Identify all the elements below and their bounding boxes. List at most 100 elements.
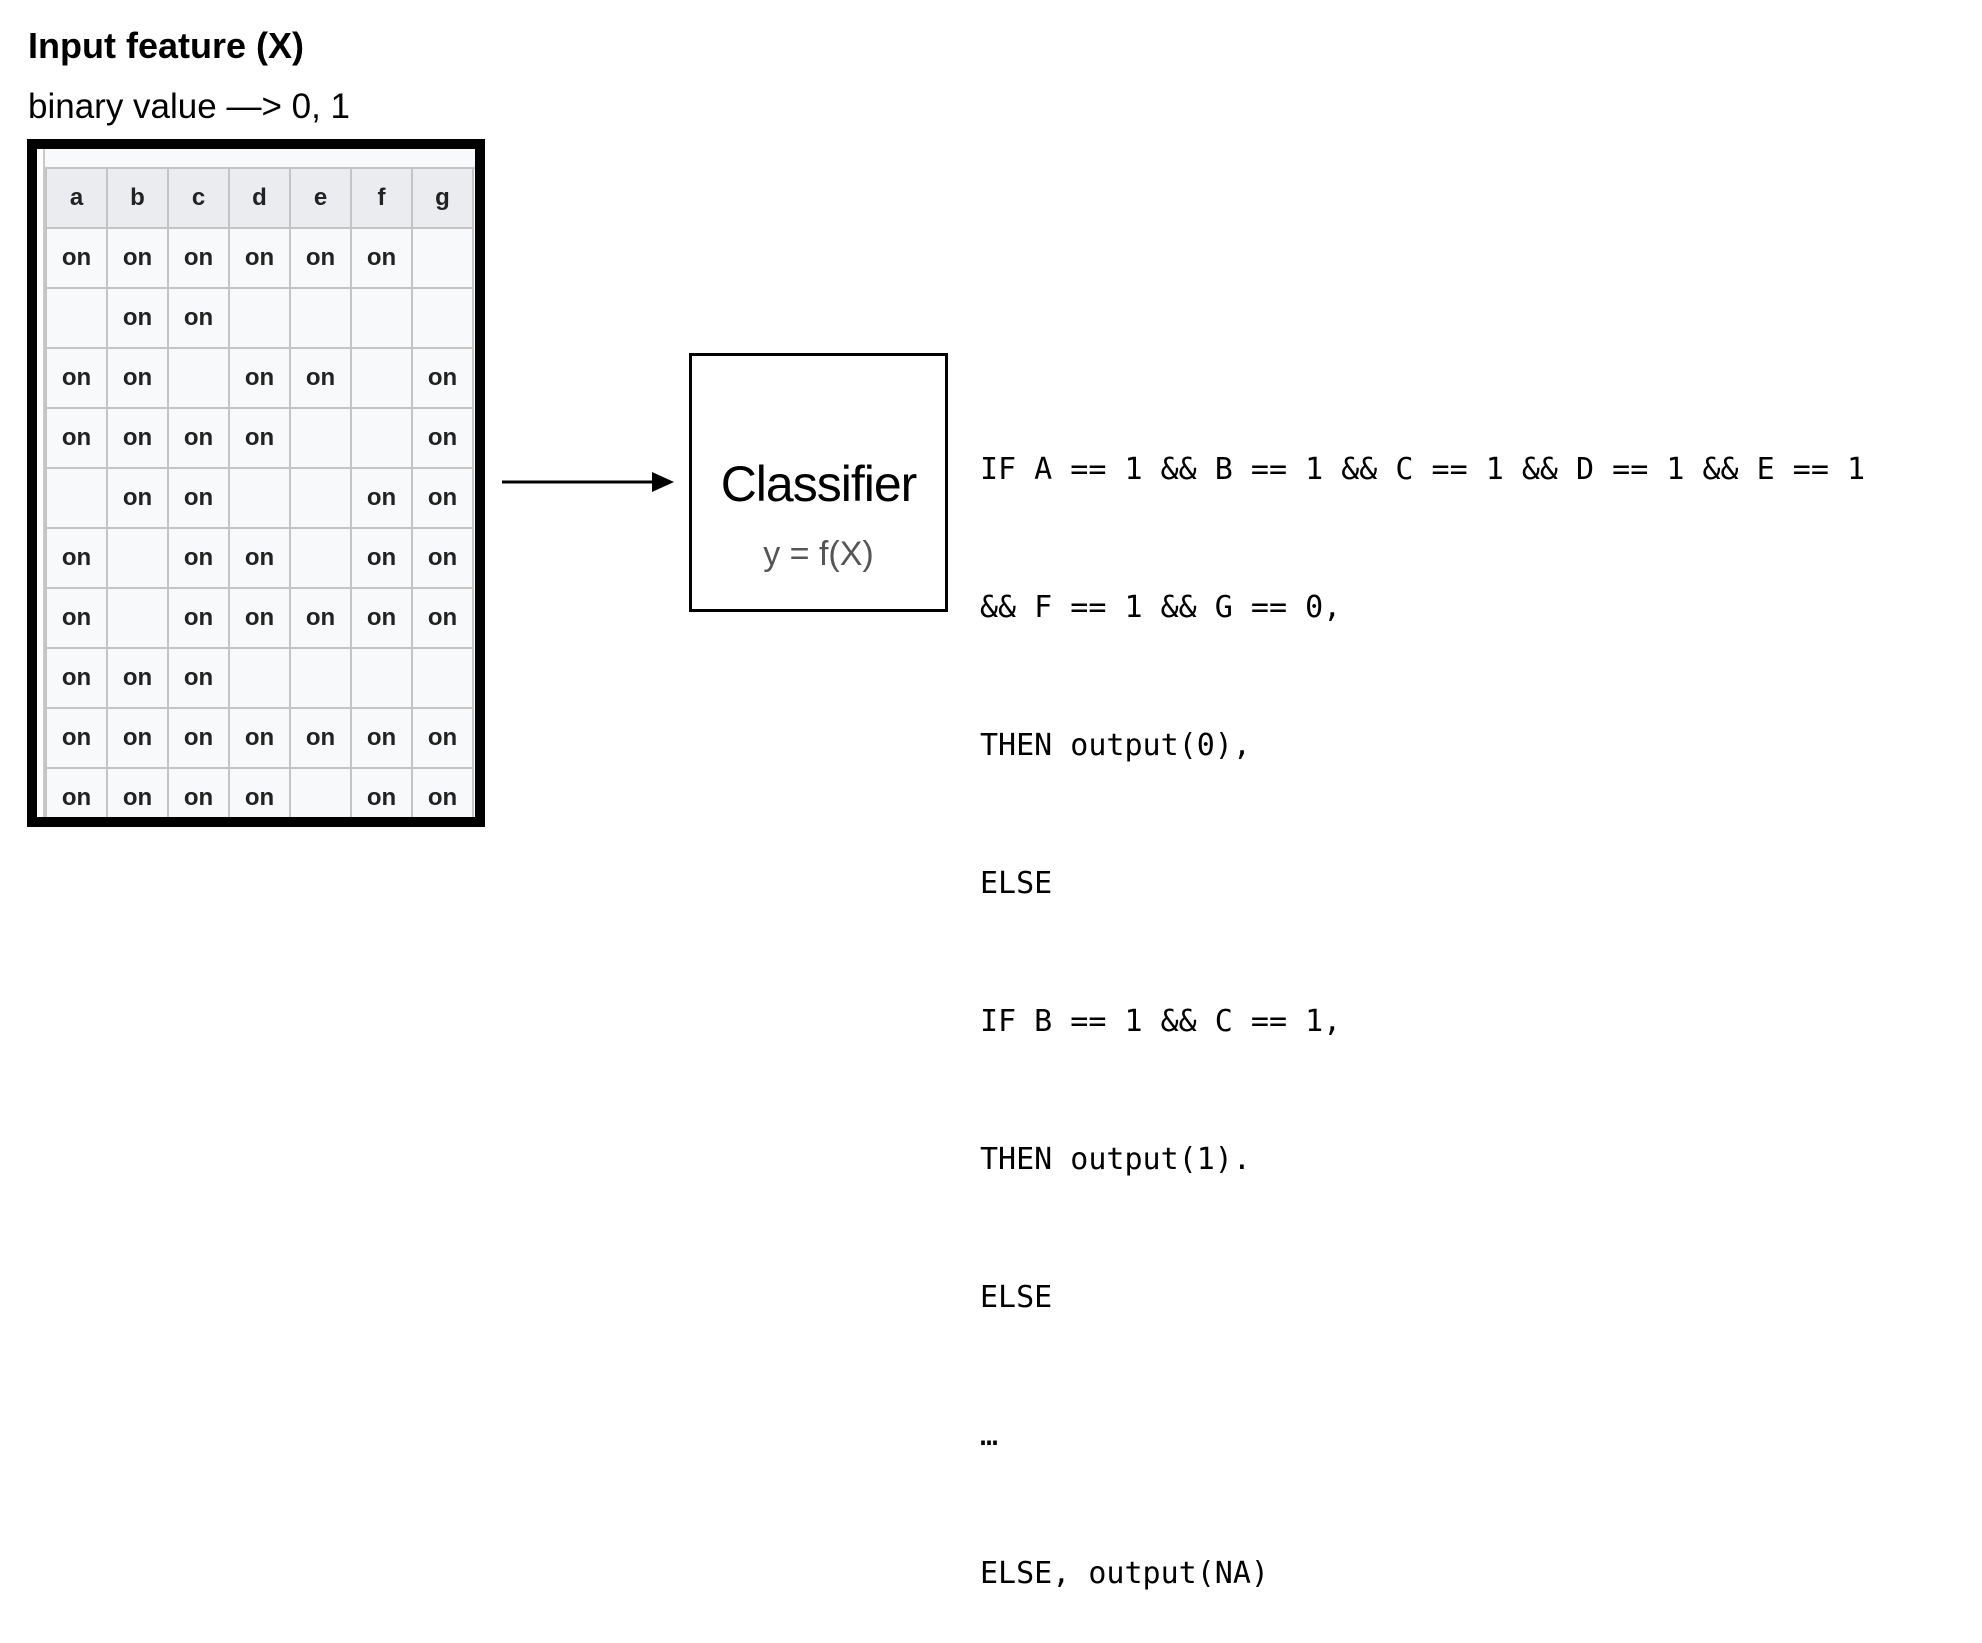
table-cell: on: [411, 407, 474, 469]
table-cell: on: [350, 587, 413, 649]
table-cell: [411, 227, 474, 289]
classifier-box: Classifier y = f(X): [689, 353, 948, 612]
table-cell: on: [106, 467, 169, 529]
table-cell: on: [106, 287, 169, 349]
table-cell: on: [167, 707, 230, 769]
table-cell: [350, 647, 413, 709]
table-cell: on: [106, 647, 169, 709]
classifier-formula: y = f(X): [763, 535, 874, 573]
table-cell: [411, 647, 474, 709]
table-row: on on on on on: [45, 347, 474, 409]
table-cell: [289, 527, 352, 589]
table-cell: on: [106, 767, 169, 817]
table-cell: on: [350, 767, 413, 817]
table-cell: on: [411, 587, 474, 649]
table-cell: [106, 527, 169, 589]
table-cell: [350, 287, 413, 349]
rule-line: THEN output(1).: [980, 1142, 1251, 1177]
table-cell: on: [289, 227, 352, 289]
table-cell: on: [228, 707, 291, 769]
table-cell: on: [289, 347, 352, 409]
table-cell: [45, 287, 108, 349]
column-header: d: [228, 167, 291, 229]
table-cell: on: [289, 587, 352, 649]
table-cell: [228, 467, 291, 529]
table-cell: on: [411, 707, 474, 769]
column-header: f: [350, 167, 413, 229]
table-cell: on: [228, 347, 291, 409]
table-cell: on: [106, 407, 169, 469]
table-cell: [167, 347, 230, 409]
table-cell: on: [167, 287, 230, 349]
table-cell: on: [167, 767, 230, 817]
table-cell: on: [350, 527, 413, 589]
table-cell: on: [45, 587, 108, 649]
table-cell: [289, 407, 352, 469]
table-cell: on: [167, 407, 230, 469]
table-cell: on: [167, 227, 230, 289]
rule-line: ELSE: [980, 1280, 1053, 1315]
feature-table-viewport[interactable]: a b c d e f g on on on on on on: [43, 149, 475, 817]
table-cell: [228, 287, 291, 349]
table-cell: on: [45, 767, 108, 817]
binary-value-subtitle: binary value —> 0, 1: [28, 87, 350, 126]
table-cell: on: [45, 527, 108, 589]
table-cell: on: [411, 347, 474, 409]
table-cell: on: [411, 527, 474, 589]
table-cell: on: [45, 347, 108, 409]
table-cell: on: [228, 587, 291, 649]
table-cell: on: [106, 347, 169, 409]
rule-line: IF B == 1 && C == 1,: [980, 1004, 1342, 1039]
table-cell: [228, 647, 291, 709]
table-top-sliver: [45, 149, 475, 169]
table-cell: on: [45, 707, 108, 769]
table-cell: [350, 347, 413, 409]
table-cell: [289, 767, 352, 817]
table-row: on on on on on on: [45, 227, 474, 289]
table-cell: on: [167, 647, 230, 709]
feature-table: a b c d e f g on on on on on on: [45, 167, 474, 817]
table-row: on on on on on on: [45, 587, 474, 649]
table-header-row: a b c d e f g: [45, 167, 474, 229]
table-cell: on: [289, 707, 352, 769]
classifier-label: Classifier: [720, 456, 918, 512]
column-header: a: [45, 167, 108, 229]
table-row: on on on on on: [45, 527, 474, 589]
table-cell: on: [350, 707, 413, 769]
table-cell: on: [350, 467, 413, 529]
table-cell: on: [106, 227, 169, 289]
input-feature-title: Input feature (X): [28, 25, 304, 66]
table-cell: [411, 287, 474, 349]
table-cell: on: [228, 407, 291, 469]
table-cell: on: [167, 527, 230, 589]
table-cell: on: [228, 767, 291, 817]
table-row: on on on on on on on: [45, 707, 474, 769]
table-row: on on: [45, 287, 474, 349]
feature-table-frame: a b c d e f g on on on on on on: [27, 139, 485, 827]
table-cell: on: [411, 467, 474, 529]
table-cell: [106, 587, 169, 649]
column-header: b: [106, 167, 169, 229]
table-cell: on: [167, 467, 230, 529]
table-cell: on: [350, 227, 413, 289]
column-header: e: [289, 167, 352, 229]
table-cell: on: [167, 587, 230, 649]
table-cell: on: [106, 707, 169, 769]
table-row: on on on on: [45, 467, 474, 529]
right-arrow-icon: [502, 472, 674, 492]
table-row: on on on on on: [45, 407, 474, 469]
rule-line: ELSE, output(NA): [980, 1556, 1269, 1591]
table-cell: on: [411, 767, 474, 817]
table-cell: [45, 467, 108, 529]
table-cell: [350, 407, 413, 469]
rule-line: && F == 1 && G == 0,: [980, 590, 1342, 625]
table-row: on on on: [45, 647, 474, 709]
column-header: g: [411, 167, 474, 229]
table-cell: on: [228, 227, 291, 289]
table-row: on on on on on on: [45, 767, 474, 817]
rule-line: THEN output(0),: [980, 728, 1251, 763]
table-cell: on: [228, 527, 291, 589]
rule-line: …: [980, 1418, 999, 1453]
table-cell: on: [45, 227, 108, 289]
table-cell: [289, 467, 352, 529]
